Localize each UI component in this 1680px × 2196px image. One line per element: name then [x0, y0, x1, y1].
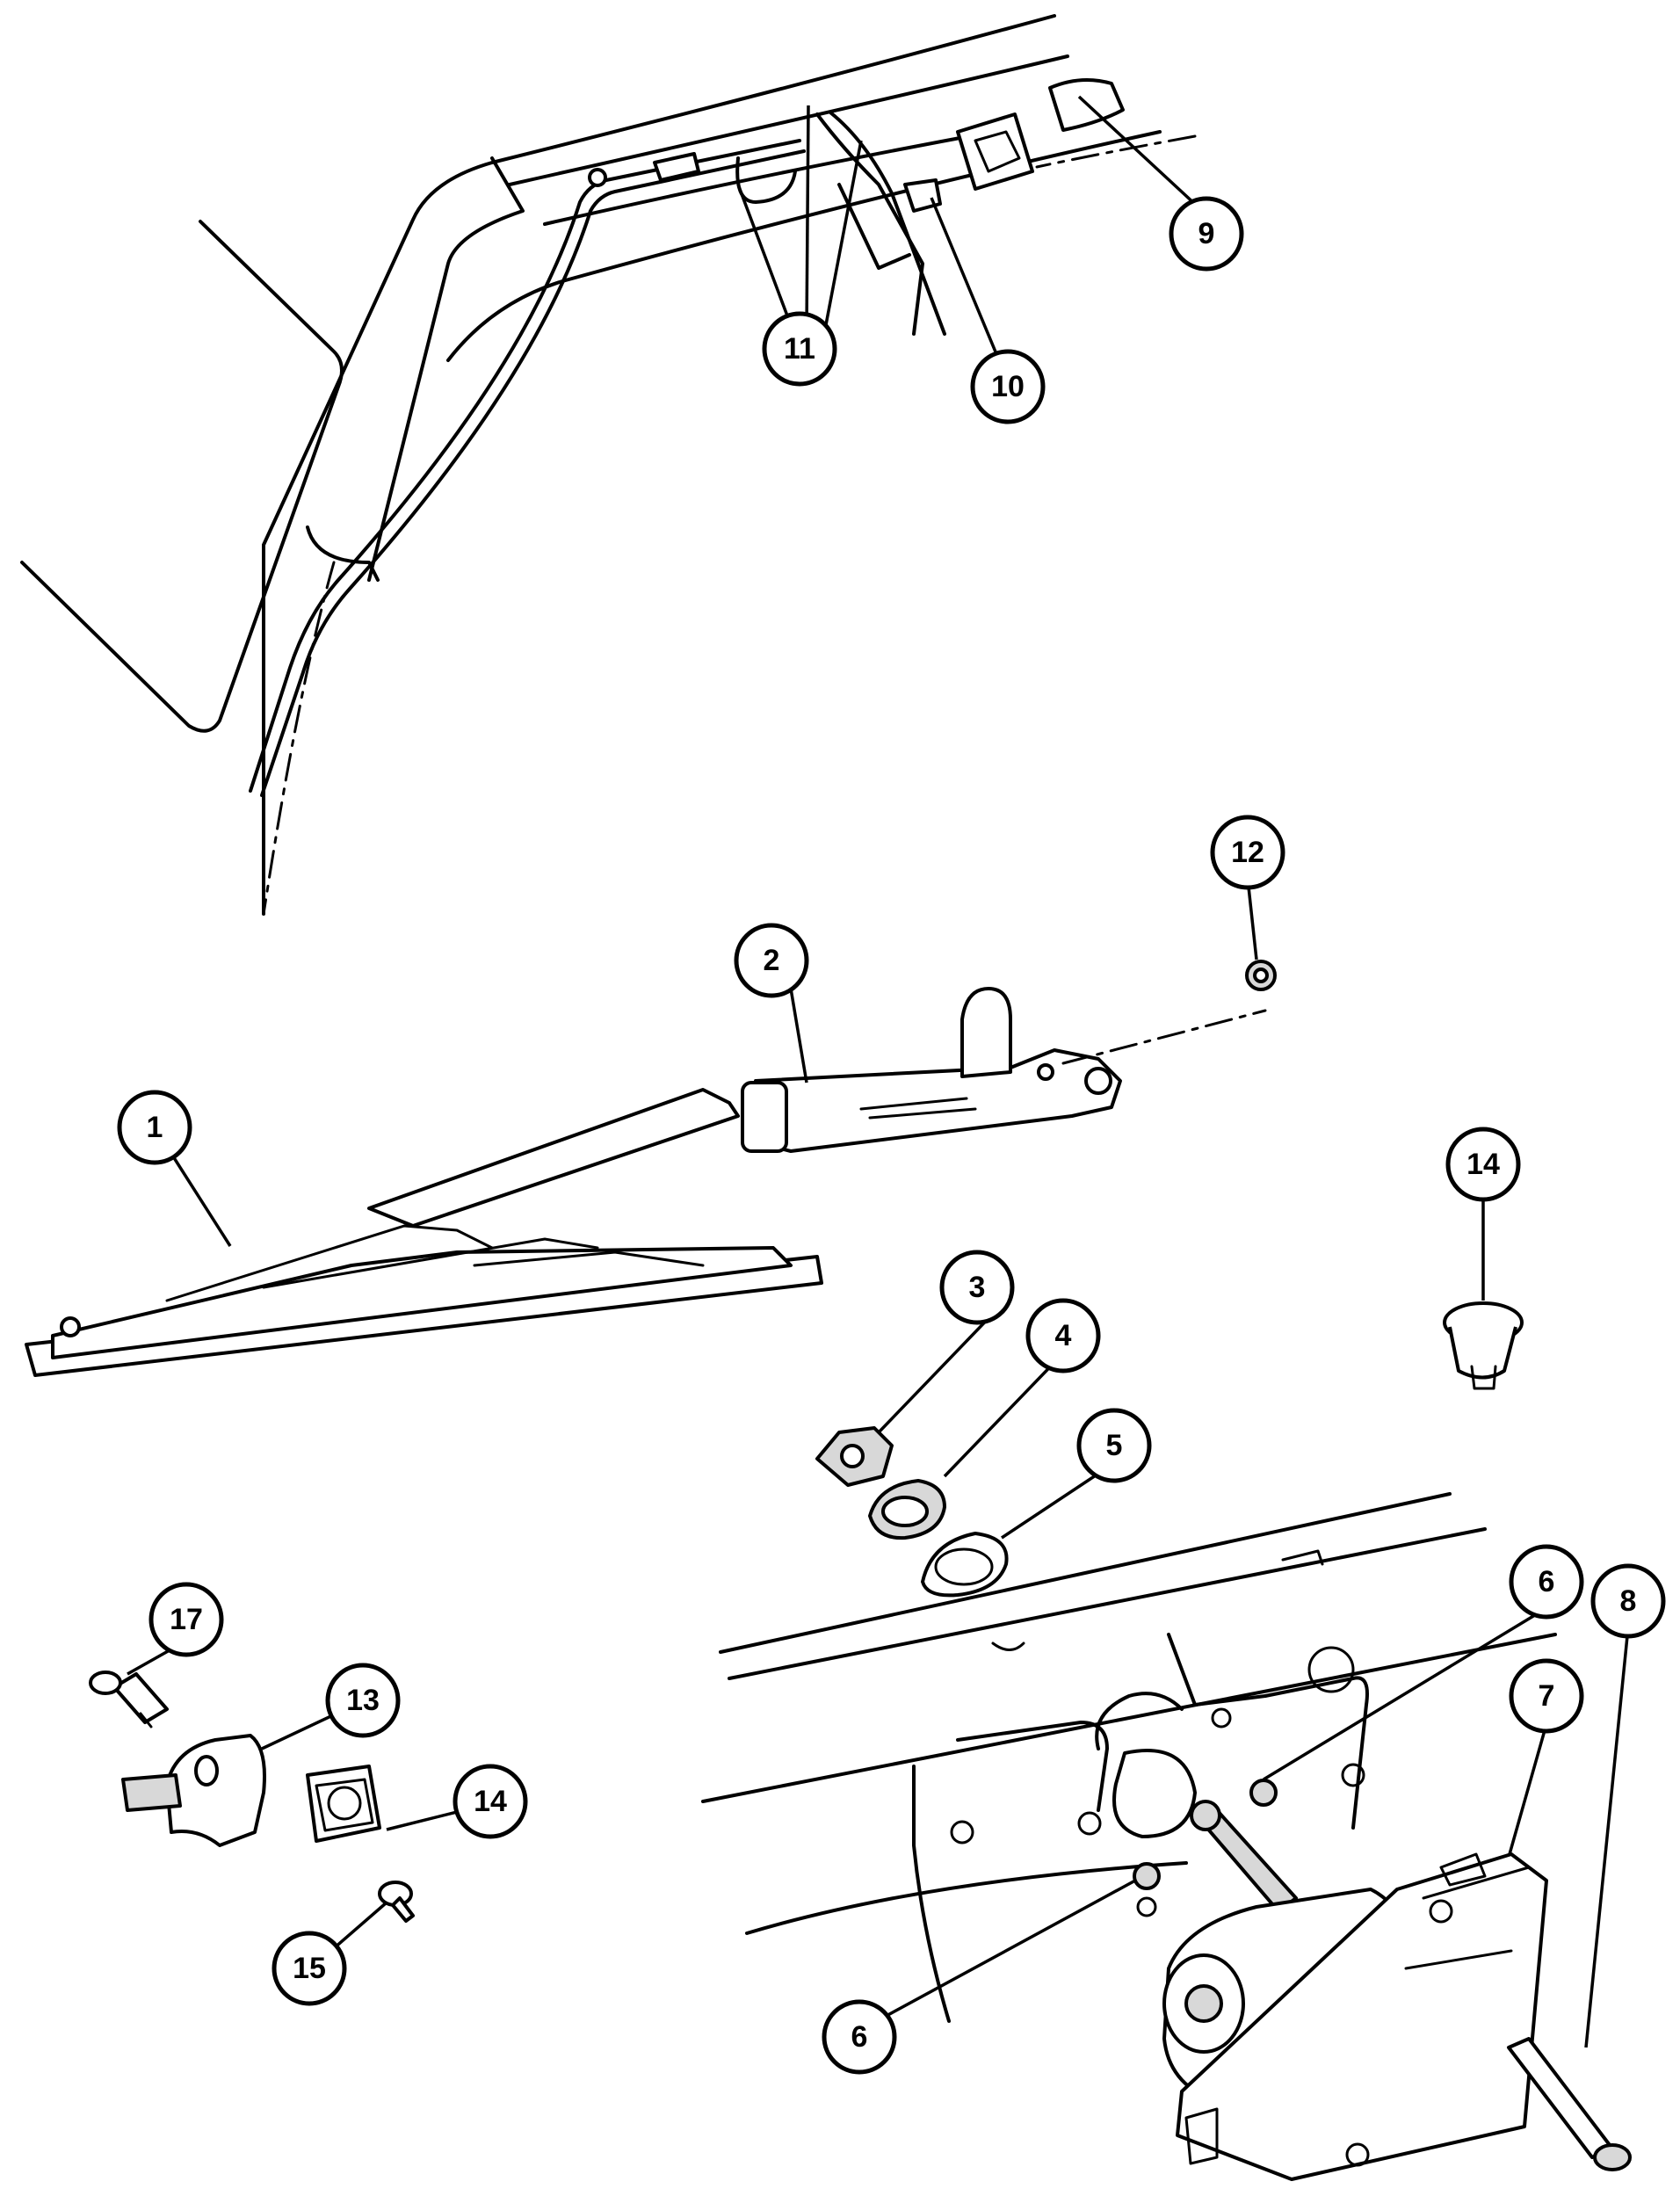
callout-17: 17: [148, 1582, 224, 1657]
vehicle-body-outline: [20, 14, 1197, 916]
nut-washer-seal-stack: [815, 1426, 1009, 1598]
callout-3-label: 3: [969, 1271, 986, 1304]
callout-4: 4: [1025, 1298, 1101, 1373]
arm-cover-13: [121, 1734, 266, 1847]
callout-12-label: 12: [1231, 836, 1264, 869]
callout-13-label: 13: [346, 1684, 380, 1717]
callout-9: 9: [1169, 196, 1244, 272]
push-pin-fastener: [1443, 1301, 1524, 1390]
callout-6-upper-label: 6: [1539, 1565, 1555, 1598]
callout-15: 15: [272, 1931, 347, 2006]
callout-7: 7: [1509, 1658, 1584, 1734]
callout-1-label: 1: [147, 1111, 163, 1144]
screw-17: [89, 1671, 169, 1729]
callout-1: 1: [117, 1090, 192, 1165]
callout-9-label: 9: [1198, 217, 1215, 250]
callout-14-upper-label: 14: [1466, 1148, 1500, 1181]
callout-2-label: 2: [764, 944, 780, 977]
callout-8: 8: [1590, 1563, 1666, 1639]
callout-10: 10: [970, 349, 1046, 424]
callout-14-upper: 14: [1445, 1127, 1521, 1202]
grommet: [1245, 960, 1277, 991]
callout-6-lower-label: 6: [851, 2020, 868, 2054]
liftgate-inner-panel: [701, 1492, 1557, 2023]
callout-15-label: 15: [293, 1952, 326, 1985]
callout-5: 5: [1076, 1408, 1152, 1483]
callout-13: 13: [325, 1663, 401, 1738]
wiper-arm: [367, 987, 1267, 1228]
wiper-blade: [25, 1224, 823, 1377]
callout-7-label: 7: [1539, 1679, 1555, 1713]
retainer-14: [306, 1765, 381, 1843]
callout-8-label: 8: [1620, 1584, 1637, 1618]
callout-6-upper: 6: [1509, 1544, 1584, 1620]
callout-10-label: 10: [991, 370, 1025, 403]
callout-3: 3: [939, 1250, 1015, 1325]
leader-lines: [127, 95, 1630, 2048]
screw-15: [378, 1881, 415, 1923]
callout-12: 12: [1210, 815, 1285, 890]
callout-14-lower: 14: [453, 1764, 528, 1839]
callout-4-label: 4: [1055, 1319, 1072, 1352]
callout-11: 11: [762, 311, 837, 387]
callout-6-lower: 6: [822, 1999, 897, 2075]
callout-17-label: 17: [170, 1603, 203, 1636]
callout-11-label: 11: [784, 332, 815, 366]
callout-14-lower-label: 14: [474, 1785, 507, 1818]
callout-5-label: 5: [1106, 1429, 1123, 1462]
callout-2: 2: [734, 923, 809, 998]
wiper-motor: [1162, 1800, 1632, 2181]
